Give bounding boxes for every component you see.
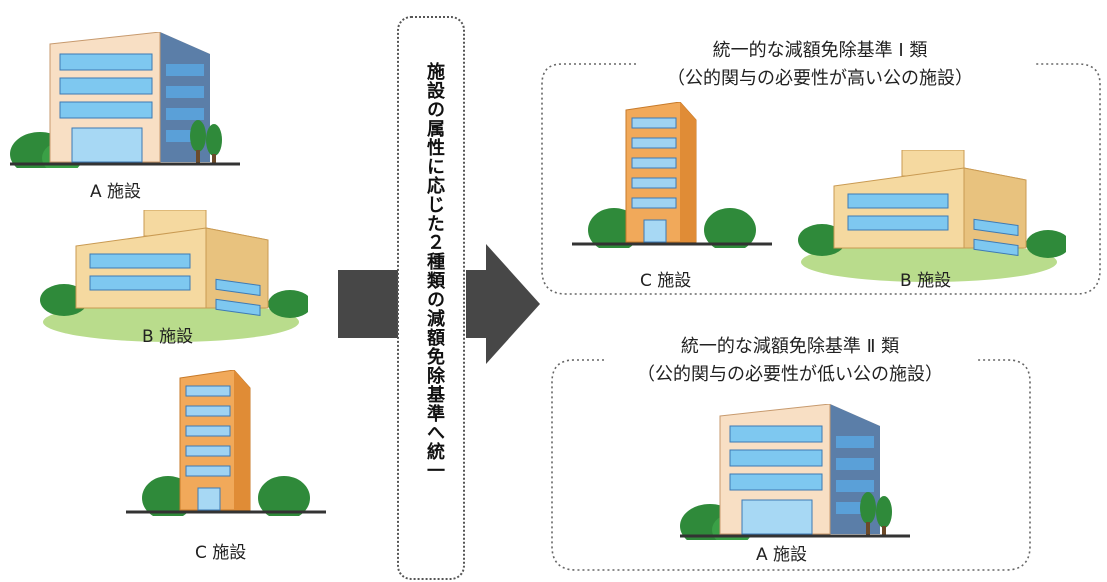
low-building-b-icon <box>797 150 1066 283</box>
group1-building-c-label: C 施設 <box>640 271 692 291</box>
vertical-text-box <box>397 16 465 580</box>
building-c-label: C 施設 <box>195 543 247 563</box>
group1-subtitle: （公的関与の必要性が高い公の施設） <box>667 68 973 89</box>
group1-title: 統一的な減額免除基準 Ⅰ 類 <box>712 40 928 61</box>
building-b-label: B 施設 <box>142 327 194 347</box>
office-building-a-icon <box>680 404 912 540</box>
group1-building-b-label: B 施設 <box>900 271 952 291</box>
group2-building-a-label: A 施設 <box>756 545 808 565</box>
group2-subtitle: （公的関与の必要性が低い公の施設） <box>637 364 943 385</box>
office-building-a-icon <box>10 32 242 168</box>
tower-building-c-icon <box>572 102 774 248</box>
building-a-label: A 施設 <box>90 182 142 202</box>
arrow-body-left <box>338 270 398 338</box>
group2-title: 統一的な減額免除基準 Ⅱ 類 <box>680 336 900 357</box>
vertical-unify-text: 施設の属性に応じた２種類の減額免除基準へ統一 <box>424 62 445 480</box>
tower-building-c-icon <box>126 370 328 516</box>
group1-frame <box>541 63 1101 295</box>
right-arrow-icon <box>466 244 540 364</box>
